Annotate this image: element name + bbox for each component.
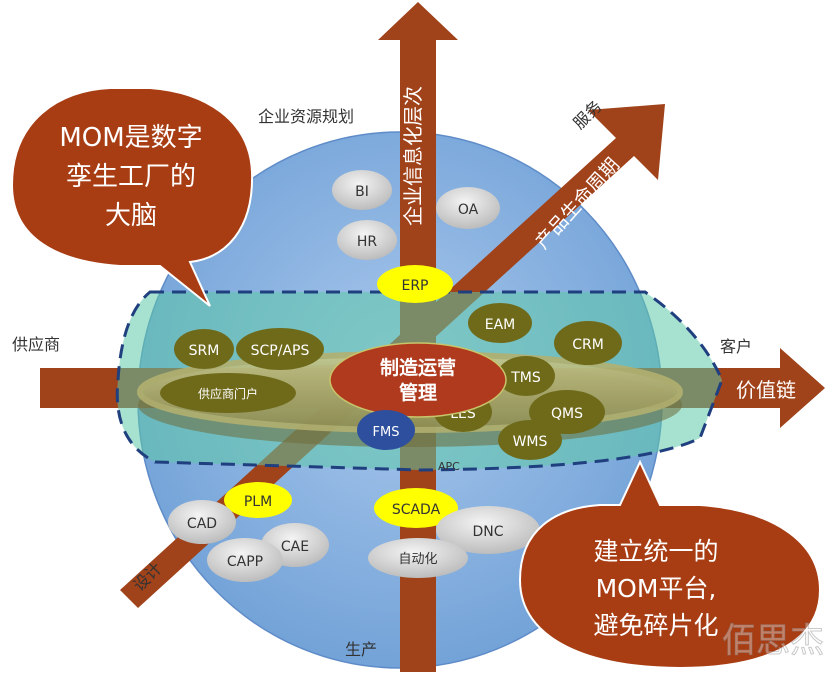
apc-label: APC: [438, 460, 460, 473]
bubble-dnc: [436, 506, 540, 554]
center-line1: 制造运营: [380, 356, 456, 379]
bubble-eam: [468, 303, 532, 343]
bubble-crm-label: CRM: [572, 337, 604, 353]
axis-supplier: 供应商: [12, 335, 60, 354]
horizontal-arrow-label: 价值链: [736, 378, 796, 402]
bubble-hr-label: HR: [357, 234, 378, 250]
bubble-qms: [529, 390, 605, 434]
bubble-cae-label: CAE: [281, 539, 309, 555]
bubble-erp: [377, 265, 453, 303]
bubble-supplier-portal: [160, 373, 296, 413]
callout-left-line3: 大脑: [105, 201, 157, 231]
bubble-fms: [357, 410, 415, 450]
axis-customer: 客户: [720, 337, 752, 356]
callout-right-line2: MOM平台,: [596, 574, 717, 603]
bubble-capp: [207, 538, 283, 582]
vertical-arrow-label: 企业信息化层次: [401, 86, 425, 226]
callout-left: [10, 87, 254, 307]
bubble-tms-label: TMS: [510, 370, 541, 386]
bubble-hr: [337, 220, 397, 260]
bubble-tms: [497, 356, 555, 396]
bubble-srm: [174, 329, 234, 369]
bubble-dnc-label: DNC: [472, 524, 503, 540]
bubble-bi: [332, 170, 392, 210]
bubble-fms-label: FMS: [373, 425, 400, 440]
callout-right-line3: 避免碎片化: [593, 611, 718, 640]
bubble-erp-label: ERP: [401, 278, 428, 294]
bubble-eam-label: EAM: [485, 317, 516, 333]
callout-right-line1: 建立统一的: [593, 537, 718, 566]
bubble-crm: [554, 321, 622, 365]
axis-service: 服务: [569, 97, 605, 133]
callout-right: [518, 459, 822, 670]
bubble-cad-label: CAD: [187, 516, 217, 532]
bubble-capp-label: CAPP: [227, 554, 263, 570]
bubble-plm-label: PLM: [244, 494, 272, 510]
center-line2: 管理: [399, 381, 437, 404]
callout-left-line2: 孪生工厂的: [66, 162, 196, 192]
bubble-wms: [498, 420, 562, 460]
bubble-cad: [168, 500, 236, 544]
bubble-oa: [436, 187, 500, 229]
callout-left-line1: MOM是数字: [59, 123, 202, 153]
bubble-automation-label: 自动化: [398, 552, 437, 567]
bubble-scada: [374, 488, 458, 528]
bubble-scada-label: SCADA: [392, 502, 441, 518]
bubble-plm: [224, 482, 292, 518]
bubble-automation: [368, 538, 468, 578]
axis-erp-top: 企业资源规划: [258, 107, 354, 126]
bubble-wms-label: WMS: [513, 434, 548, 450]
bubble-srm-label: SRM: [189, 343, 220, 359]
bubble-qms-label: QMS: [551, 406, 583, 422]
bubble-supplier-portal-label: 供应商门户: [198, 386, 258, 401]
watermark: 佰思杰: [722, 621, 824, 661]
bubble-bi-label: BI: [355, 184, 369, 200]
bubble-scp-aps-label: SCP/APS: [251, 343, 310, 359]
center-mom: [329, 342, 507, 418]
axis-production: 生产: [345, 640, 377, 659]
bubble-scp-aps: [236, 328, 324, 370]
bubble-oa-label: OA: [458, 202, 479, 218]
